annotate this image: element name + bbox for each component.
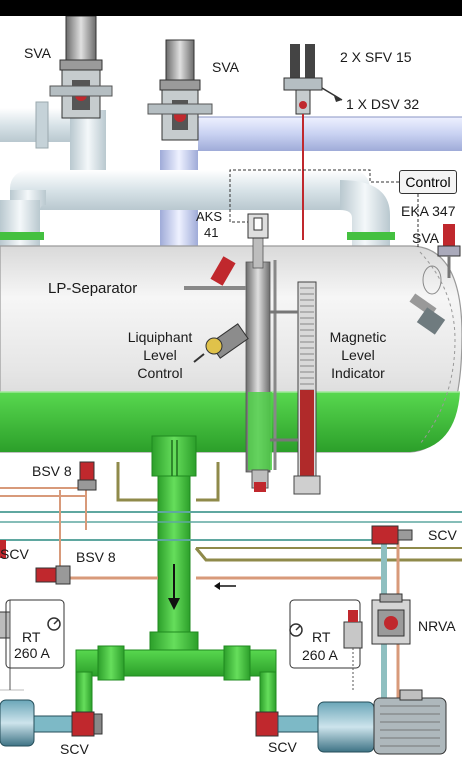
label-liquiphant-2: Level — [143, 347, 177, 363]
label-eka: EKA 347 — [401, 203, 456, 219]
control-signal-line — [229, 169, 419, 248]
label-bsv-mid: BSV 8 — [76, 549, 116, 565]
label-scv-bottom-left: SCV — [60, 741, 89, 757]
label-sva-middle: SVA — [212, 59, 239, 75]
label-rt-right-1: RT — [312, 629, 331, 645]
pump-right — [255, 689, 447, 755]
label-rt-left-1: RT — [22, 629, 41, 645]
control-box: Control — [399, 170, 457, 194]
label-sva-right: SVA — [412, 230, 439, 246]
label-aks-2: 41 — [204, 225, 219, 240]
label-magnetic-1: Magnetic — [329, 329, 387, 345]
vapor-return-pipe — [0, 101, 395, 250]
label-aks-1: AKS — [196, 209, 223, 224]
sva-valve-right — [437, 224, 461, 278]
magnetic-level-indicator — [270, 281, 321, 495]
bsv-valve-top — [77, 461, 97, 491]
label-liquiphant-3: Control — [137, 365, 183, 381]
label-rt-left-2: 260 A — [14, 645, 50, 661]
label-scv-left: SCV — [0, 546, 29, 562]
pump-left — [0, 699, 103, 747]
liquid-outlet-pipe — [75, 435, 277, 713]
sfv-dsv-valves — [283, 44, 343, 240]
label-scv-right: SCV — [428, 527, 457, 543]
label-dsv: 1 X DSV 32 — [346, 96, 420, 112]
label-magnetic-3: Indicator — [331, 365, 385, 381]
label-nrva: NRVA — [418, 618, 456, 634]
label-sva-left: SVA — [24, 45, 51, 61]
top-black-bar — [0, 0, 462, 16]
drain-valve-right — [409, 293, 446, 335]
label-bsv-top: BSV 8 — [32, 463, 72, 479]
label-liquiphant-1: Liquiphant — [127, 329, 193, 345]
label-magnetic-2: Level — [341, 347, 375, 363]
rt-switch-left — [0, 599, 65, 690]
label-scv-bottom-right: SCV — [268, 739, 297, 755]
liquiphant-sensor — [184, 256, 249, 363]
nrva-valve — [371, 593, 411, 645]
sva-valve-middle — [147, 39, 213, 141]
label-sfv: 2 X SFV 15 — [340, 49, 412, 65]
bsv-valve-mid — [35, 565, 71, 585]
rt-switch-right — [289, 599, 363, 690]
label-lp-separator: LP-Separator — [48, 280, 138, 297]
label-rt-right-2: 260 A — [302, 647, 338, 663]
sva-valve-left — [49, 15, 113, 119]
level-gauge-column — [245, 213, 277, 492]
scv-valve-right — [371, 525, 413, 545]
scv-valve-left — [0, 540, 6, 558]
